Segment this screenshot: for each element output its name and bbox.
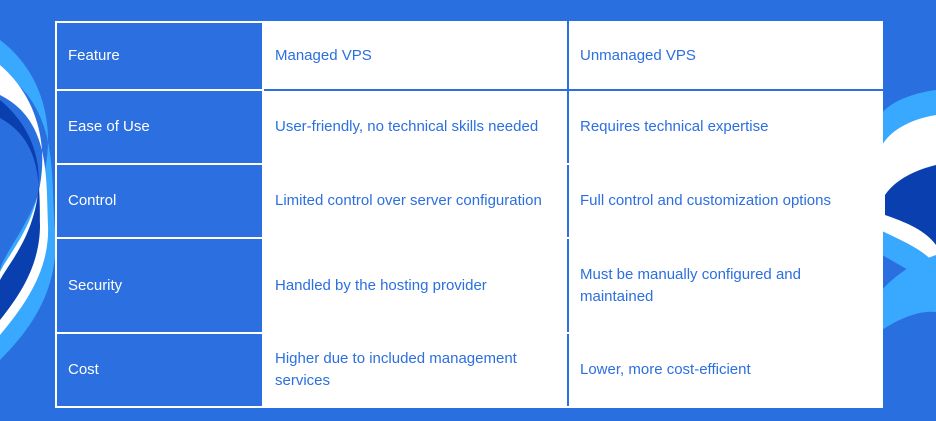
row-managed: Higher due to included management servic… <box>262 332 569 408</box>
table-row: Security Handled by the hosting provider… <box>55 237 883 334</box>
table-row: Control Limited control over server conf… <box>55 163 883 239</box>
right-wave-decoration <box>875 90 936 330</box>
row-feature: Security <box>55 237 264 334</box>
table-row: Cost Higher due to included management s… <box>55 332 883 408</box>
row-feature: Ease of Use <box>55 89 264 165</box>
row-feature: Cost <box>55 332 264 408</box>
header-unmanaged-vps: Unmanaged VPS <box>567 21 883 91</box>
row-feature: Control <box>55 163 264 239</box>
header-feature: Feature <box>55 21 264 91</box>
row-managed: Limited control over server configuratio… <box>262 163 569 239</box>
row-unmanaged: Requires technical expertise <box>567 89 883 165</box>
table-row: Ease of Use User-friendly, no technical … <box>55 89 883 165</box>
right-wave-lower-light <box>882 255 936 330</box>
left-wave-dark <box>0 100 40 320</box>
comparison-table: Feature Managed VPS Unmanaged VPS Ease o… <box>55 21 883 408</box>
row-managed: Handled by the hosting provider <box>262 237 569 334</box>
header-managed-vps: Managed VPS <box>262 21 569 91</box>
row-unmanaged: Must be manually configured and maintain… <box>567 237 883 334</box>
left-wave-decoration <box>0 40 56 360</box>
row-unmanaged: Full control and customization options <box>567 163 883 239</box>
row-managed: User-friendly, no technical skills neede… <box>262 89 569 165</box>
table-header-row: Feature Managed VPS Unmanaged VPS <box>55 21 883 91</box>
right-wave-dark <box>885 165 936 245</box>
row-unmanaged: Lower, more cost-efficient <box>567 332 883 408</box>
